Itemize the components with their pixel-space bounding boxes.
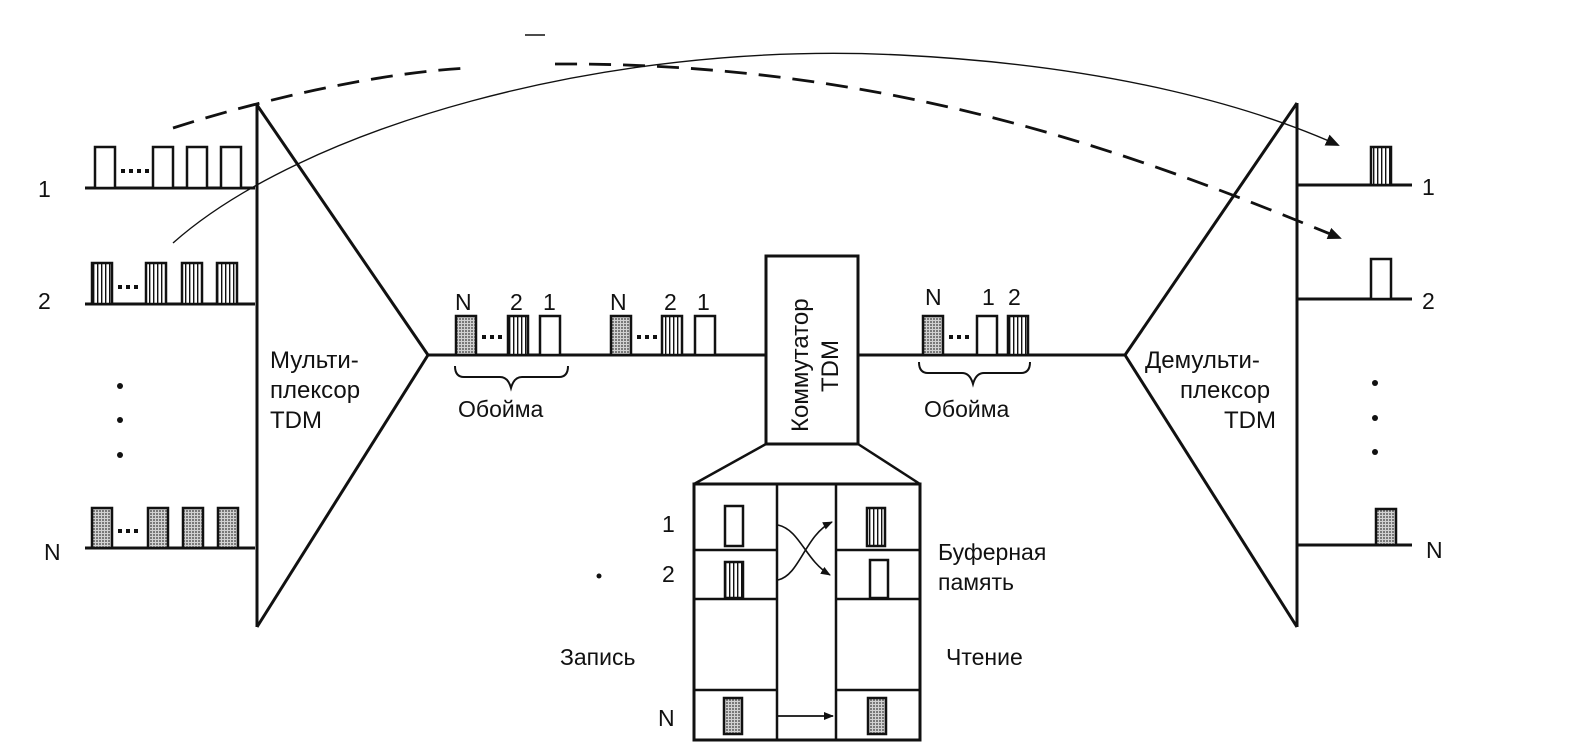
demultiplexer-label-line2: плексор [1180, 377, 1270, 404]
output-label-1: 1 [1422, 174, 1435, 200]
write-label: Запись [560, 644, 635, 670]
input-label-1: 1 [38, 176, 51, 202]
frame-left-2-1: 1 [697, 289, 710, 315]
slot-striped [215, 261, 239, 306]
buffer-row-label-2: 2 [662, 561, 675, 587]
slot-dotted [921, 314, 945, 357]
multiplexer-label-line2: плексор [270, 377, 360, 404]
output-channel-1: 1 [1297, 145, 1435, 200]
switch-label-line2: TDM [817, 340, 844, 392]
buffer-row-label-1: 1 [662, 511, 675, 537]
demultiplexer: Демульти- плексор TDM [1123, 102, 1299, 628]
slot-dotted [1374, 507, 1398, 547]
slot-striped [144, 261, 168, 306]
slot-empty [185, 145, 209, 190]
slot-striped [180, 261, 204, 306]
frame-label-left: Обойма [458, 396, 544, 422]
dashed-arrow-to-output-2 [554, 62, 1342, 240]
multiplexer: Мульти- плексор TDM [255, 104, 430, 628]
frame-brace-right [918, 361, 1031, 388]
slot-dotted [146, 506, 170, 550]
frame-right-n: N [925, 284, 942, 310]
frame-left-2-2: 2 [664, 289, 677, 315]
dashed-path-upper-left [172, 66, 471, 130]
input-channel-1: 1 [38, 145, 255, 202]
slot-striped [660, 314, 684, 357]
solid-arrow-to-output-1 [172, 52, 1340, 244]
buffer-write-cell-1 [723, 504, 745, 548]
demultiplexer-label-line1: Демульти- [1145, 347, 1260, 374]
output-label-2: 2 [1422, 288, 1435, 314]
input-label-n: N [44, 539, 61, 565]
stray-dot [596, 573, 602, 579]
buffer-label-line1: Буферная [938, 539, 1046, 565]
slot-empty [693, 314, 717, 357]
slot-empty [975, 314, 999, 357]
input-vertical-ellipsis [117, 383, 123, 458]
frame-right-2: 2 [1008, 284, 1021, 310]
output-channel-n: N [1297, 507, 1443, 563]
tdm-switch: Коммутатор TDM [693, 254, 921, 486]
buffer-memory: 1 2 N Буферная память Запись Чтение [560, 482, 1046, 742]
slot-empty [93, 145, 117, 190]
slot-dotted [90, 506, 114, 550]
switch-label-line1: Коммутатор [787, 298, 814, 432]
frame-left-2-n: N [610, 289, 627, 315]
buffer-read-cell-2 [868, 558, 890, 600]
slot-empty [538, 314, 562, 357]
buffer-read-cell-n [866, 696, 888, 736]
slot-striped [506, 314, 530, 357]
slot-striped [1369, 145, 1393, 187]
buffer-write-cell-n [722, 696, 744, 736]
slot-dotted [216, 506, 240, 550]
input-channel-n: N [44, 506, 255, 565]
slot-striped [90, 261, 114, 306]
frame-left-1-1: 1 [543, 289, 556, 315]
frame-right-1: 1 [982, 284, 995, 310]
buffer-read-cell-1 [865, 506, 887, 548]
output-vertical-ellipsis [1372, 380, 1378, 455]
frame-left-2: N 2 1 [609, 289, 717, 357]
read-label: Чтение [946, 644, 1023, 670]
buffer-write-cell-2 [723, 560, 745, 600]
slot-dotted [454, 314, 478, 357]
input-channel-2: 2 [38, 261, 255, 314]
slot-empty [1369, 257, 1393, 301]
slot-empty [151, 145, 175, 190]
frame-right: N 1 2 Обойма [918, 284, 1031, 422]
output-channel-2: 2 [1297, 257, 1435, 314]
frame-label-right: Обойма [924, 396, 1010, 422]
frame-left-1: N 2 1 Обойма [454, 289, 569, 422]
cross-arrow-1-to-2 [777, 524, 831, 576]
demultiplexer-label-line3: TDM [1224, 407, 1276, 434]
frame-left-1-n: N [455, 289, 472, 315]
slot-dotted [609, 314, 633, 357]
input-label-2: 2 [38, 288, 51, 314]
multiplexer-label-line3: TDM [270, 407, 322, 434]
multiplexer-label-line1: Мульти- [270, 347, 359, 374]
slot-striped [1006, 314, 1030, 357]
buffer-label-line2: память [938, 569, 1014, 595]
frame-brace-left [454, 365, 569, 392]
output-label-n: N [1426, 537, 1443, 563]
buffer-row-label-n: N [658, 705, 675, 731]
frame-left-1-2: 2 [510, 289, 523, 315]
slot-dotted [181, 506, 205, 550]
slot-empty [219, 145, 243, 190]
cross-arrow-2-to-1 [777, 521, 833, 581]
